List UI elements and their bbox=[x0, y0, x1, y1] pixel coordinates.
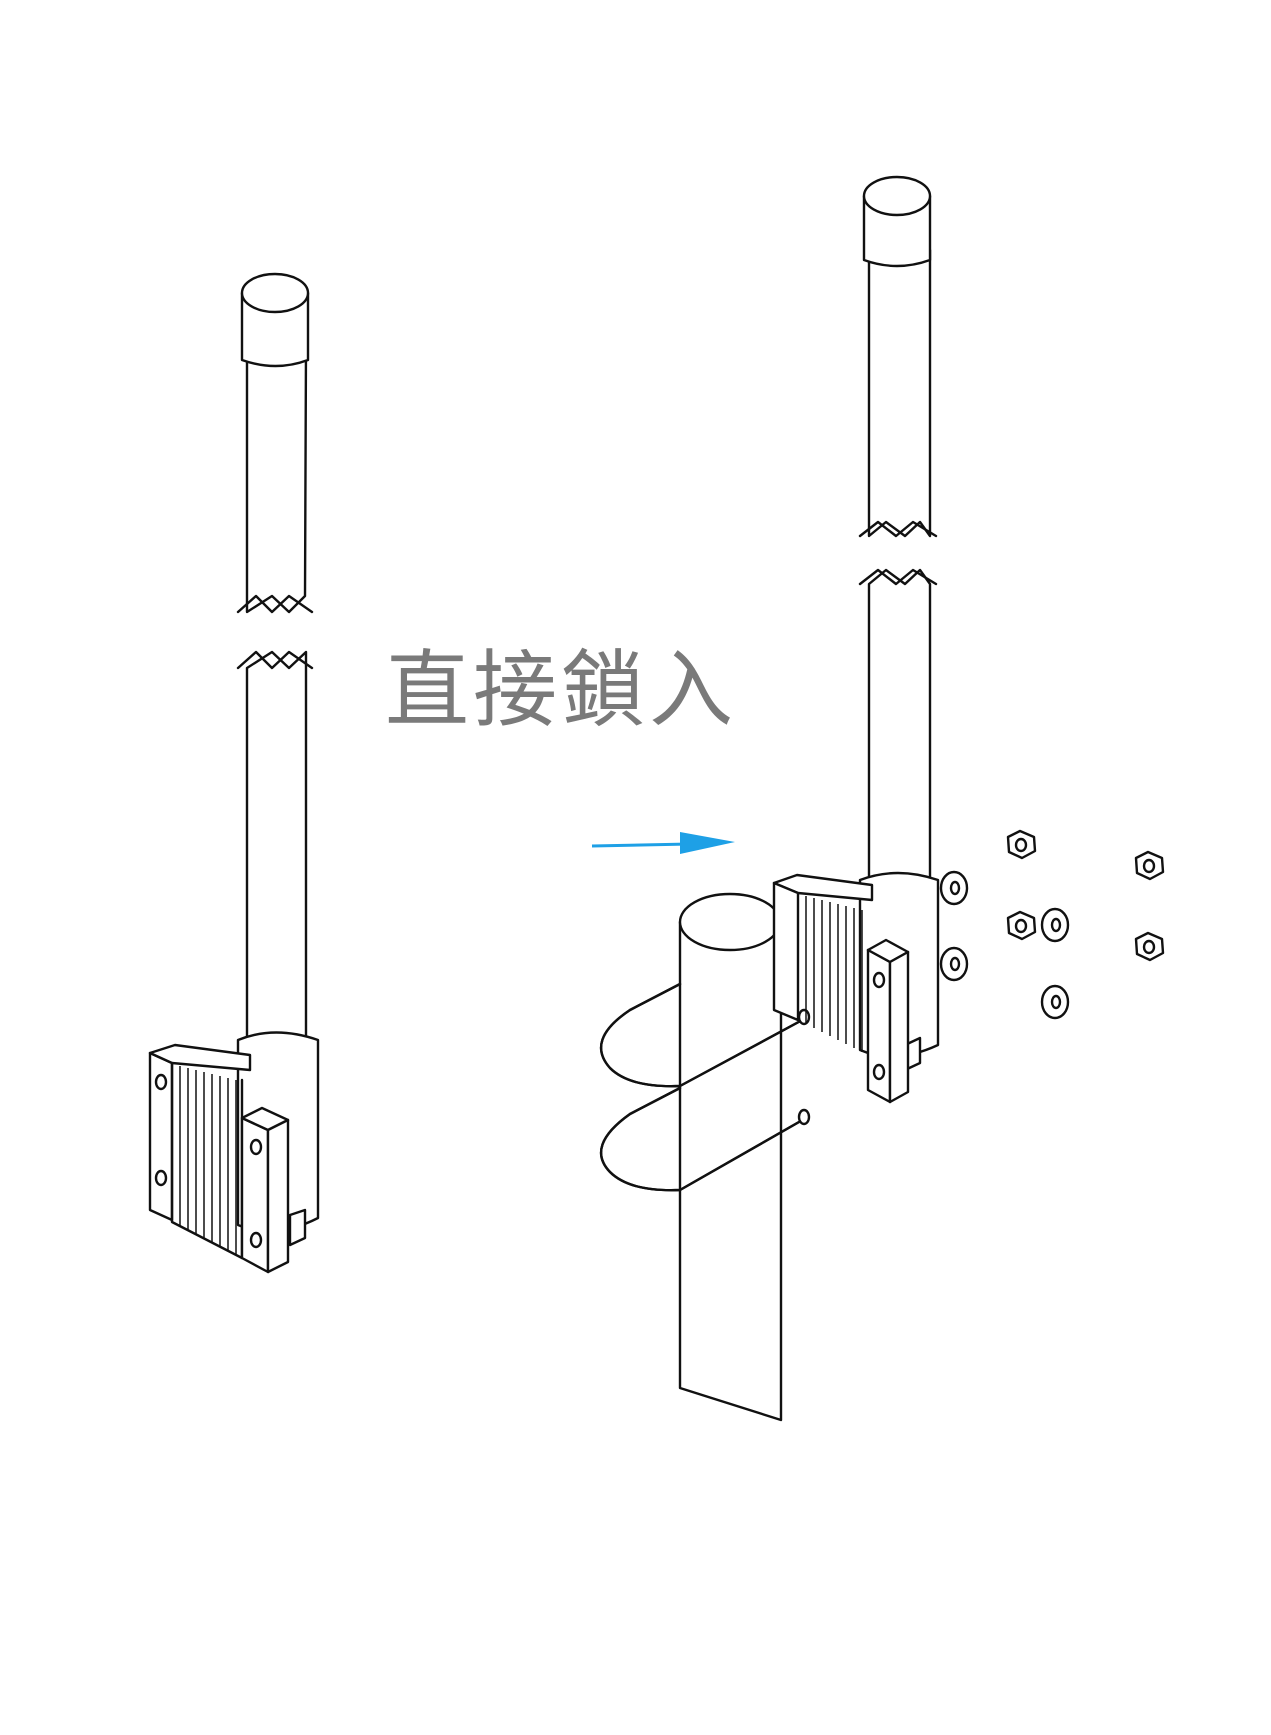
washer bbox=[1040, 984, 1070, 1020]
left-antenna-upper-tube bbox=[245, 343, 308, 614]
left-bracket-plate bbox=[148, 1051, 174, 1222]
washer bbox=[939, 946, 969, 982]
right-antenna-upper-tube bbox=[867, 248, 932, 538]
right-antenna-assembly bbox=[772, 175, 940, 1104]
right-antenna-lower-tube bbox=[867, 568, 932, 909]
left-antenna-cap bbox=[240, 291, 310, 368]
hex-nut bbox=[1134, 850, 1165, 881]
hardware-set bbox=[939, 829, 1165, 1020]
right-arrow-icon bbox=[591, 832, 735, 854]
washer bbox=[1040, 907, 1070, 943]
hex-nut bbox=[1006, 829, 1037, 860]
hex-nut bbox=[1006, 910, 1037, 941]
washer bbox=[939, 870, 969, 906]
left-antenna-assembly bbox=[148, 272, 320, 1274]
hex-nut bbox=[1134, 931, 1165, 962]
u-bolt-lower bbox=[600, 1086, 811, 1192]
instruction-caption: 直接鎖入 bbox=[385, 641, 738, 739]
left-antenna-lower-tube bbox=[245, 650, 308, 1069]
mounting-pole bbox=[678, 892, 783, 1422]
